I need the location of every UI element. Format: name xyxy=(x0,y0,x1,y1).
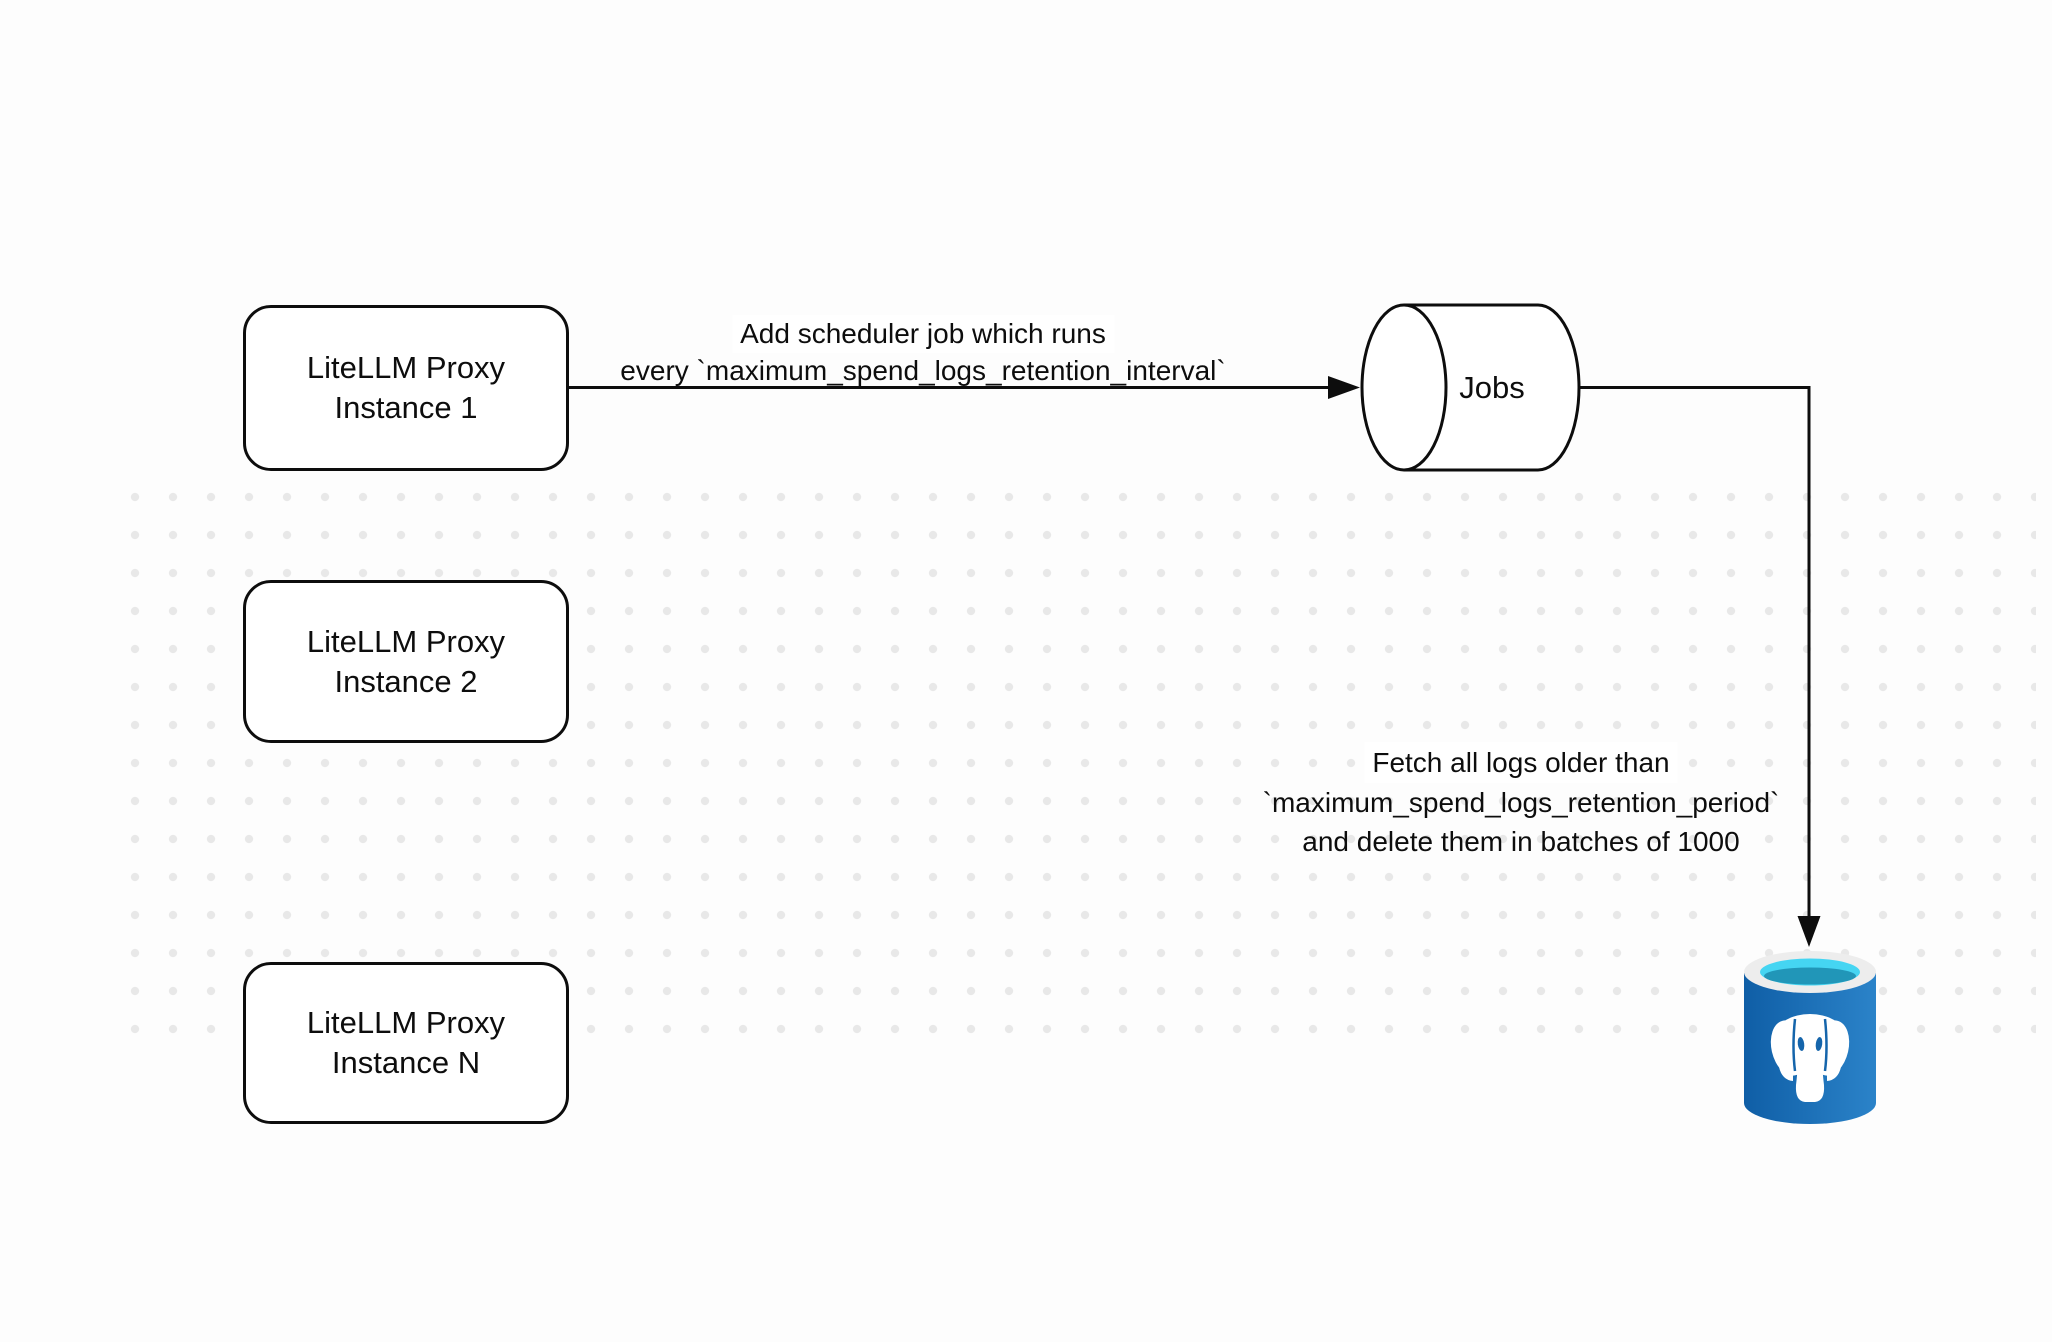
node-litellm-proxy-instance-n: LiteLLM Proxy Instance N xyxy=(243,962,569,1124)
dot-grid-background xyxy=(116,478,2036,1048)
node-litellm-proxy-instance-1: LiteLLM Proxy Instance 1 xyxy=(243,305,569,471)
postgresql-database-icon xyxy=(1742,949,1878,1127)
node-label-line: LiteLLM Proxy xyxy=(306,623,506,659)
node-label-line: Instance 2 xyxy=(334,663,478,699)
edge-label-line: Fetch all logs older than xyxy=(1364,742,1678,783)
node-label-line: Instance N xyxy=(331,1045,481,1080)
node-litellm-proxy-instance-2: LiteLLM Proxy Instance 2 xyxy=(243,580,569,743)
node-jobs-cylinder xyxy=(1360,303,1581,472)
node-jobs-label: Jobs xyxy=(1459,370,1525,405)
edge-label-line: and delete them in batches of 1000 xyxy=(1302,826,1740,857)
edge-label-scheduler: Add scheduler job which runs every `maxi… xyxy=(620,315,1226,389)
edge-label-line: every `maximum_spend_logs_retention_inte… xyxy=(620,355,1226,386)
node-label-line: LiteLLM Proxy xyxy=(306,1005,506,1040)
edge-label-line: `maximum_spend_logs_retention_period` xyxy=(1262,787,1780,818)
edge-scheduler-arrow xyxy=(568,376,1360,399)
edge-fetch-arrow xyxy=(1580,386,1821,947)
postgres-elephant-glyph xyxy=(1770,1014,1850,1102)
edge-label-line: Add scheduler job which runs xyxy=(732,315,1114,353)
node-label-line: Instance 1 xyxy=(334,390,478,425)
edge-label-fetch: Fetch all logs older than `maximum_spend… xyxy=(1262,742,1780,861)
node-label-line: LiteLLM Proxy xyxy=(306,350,506,385)
